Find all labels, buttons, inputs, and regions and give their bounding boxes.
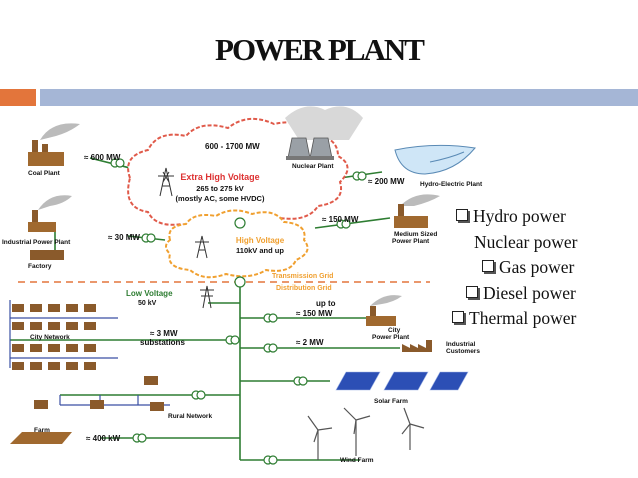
- low-voltage-title: Low Voltage: [126, 289, 173, 298]
- transformer-icons: [110, 158, 367, 465]
- high-voltage-cloud: High Voltage 110kV and up: [165, 209, 309, 279]
- medium-name-2: Power Plant: [392, 238, 430, 245]
- list-item-label: Diesel power: [483, 282, 576, 303]
- accent-bar-blue: [40, 89, 638, 106]
- nuclear-power: 600 - 1700 MW: [205, 142, 260, 151]
- checkbox-icon: [456, 209, 468, 221]
- power-types-list: Hydro power Nuclear power Gas power Dies…: [452, 206, 632, 334]
- list-item: Hydro power: [452, 206, 632, 232]
- substations-name: substations: [140, 338, 185, 347]
- coal-power: ≈ 600 MW: [84, 153, 121, 162]
- city-plant-icon: [366, 295, 402, 326]
- hydro-power: ≈ 200 MW: [368, 177, 405, 186]
- nuclear-plant-icon: [285, 106, 363, 160]
- list-item: Thermal power: [452, 308, 632, 334]
- medium-name-1: Medium Sized: [394, 231, 437, 238]
- hydro-name: Hydro-Electric Plant: [420, 181, 483, 188]
- industrial-power: ≈ 30 MW: [108, 233, 140, 242]
- industrial-customers-name-2: Customers: [446, 348, 480, 355]
- wind-turbine-icons: [307, 407, 425, 460]
- medium-plant-icon: [394, 194, 440, 228]
- rural-network-label: Rural Network: [168, 413, 212, 420]
- hv-range: 110kV and up: [236, 246, 284, 255]
- checkbox-icon: [466, 285, 478, 298]
- factory-label: Factory: [28, 263, 52, 270]
- city-houses: [12, 304, 96, 370]
- city-power-1: up to: [316, 299, 336, 308]
- farm-power: ≈ 400 kW: [86, 434, 121, 443]
- farm-name: Farm: [34, 427, 50, 434]
- city-network-label: City Network: [30, 334, 70, 341]
- list-item: Nuclear power: [452, 232, 632, 258]
- slide-title: POWER PLANT: [215, 32, 425, 67]
- rural-houses: [34, 376, 164, 411]
- city-power-2: ≈ 150 MW: [296, 309, 333, 318]
- medium-power: ≈ 150 MW: [322, 215, 359, 224]
- list-item-label: Hydro power: [473, 206, 566, 226]
- industrial-customers-name-1: Industrial: [446, 341, 475, 348]
- solar-farm-icon: [335, 371, 469, 391]
- hv-title: High Voltage: [236, 236, 285, 245]
- wind-farm-label: Wind Farm: [340, 457, 374, 464]
- checkbox-icon: [452, 311, 464, 323]
- list-item-label: Gas power: [499, 257, 575, 277]
- coal-name: Coal Plant: [28, 170, 61, 177]
- ehv-note: (mostly AC, some HVDC): [176, 194, 265, 203]
- city-plant-name-1: City: [388, 327, 401, 334]
- distribution-lines: [9, 300, 170, 406]
- industrial-name: Industrial Power Plant: [2, 239, 71, 246]
- industrial-customers-icon: [402, 340, 432, 352]
- transmission-grid-label: Transmission Grid: [272, 273, 333, 280]
- industrial-plant-icon: [28, 195, 72, 260]
- city-plant-name-2: Power Plant: [372, 334, 410, 341]
- solar-farm-label: Solar Farm: [374, 398, 408, 405]
- list-item-label: Thermal power: [469, 308, 577, 328]
- distribution-grid-label: Distribution Grid: [276, 285, 332, 292]
- farm-icon: [10, 432, 72, 444]
- low-voltage-range: 50 kV: [138, 300, 157, 307]
- list-item: Gas power: [452, 257, 632, 283]
- list-item: Diesel power: [452, 283, 632, 309]
- ehv-range: 265 to 275 kV: [196, 184, 244, 193]
- pylon-icon: [158, 167, 214, 309]
- checkbox-icon: [482, 260, 494, 272]
- nuclear-name: Nuclear Plant: [292, 163, 334, 170]
- list-item-label: Nuclear power: [474, 231, 578, 252]
- ehv-title: Extra High Voltage: [180, 172, 259, 182]
- hydro-plant-icon: [394, 144, 476, 175]
- industrial-customers-power: ≈ 2 MW: [296, 338, 324, 347]
- accent-bar-orange: [0, 89, 36, 106]
- substations-power: ≈ 3 MW: [150, 329, 178, 338]
- coal-plant-icon: [28, 123, 80, 166]
